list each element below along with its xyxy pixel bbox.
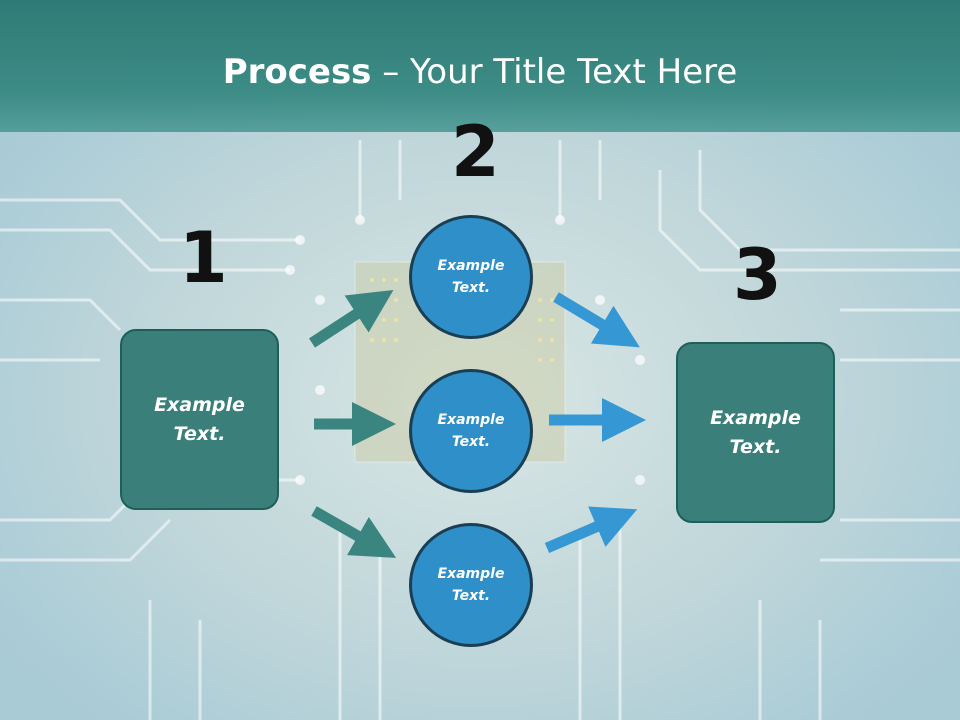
step-number-3: 3 <box>733 234 782 316</box>
arrow-box1-to-circle1 <box>308 289 394 348</box>
arrow-circle3-to-box3 <box>544 506 638 554</box>
step-3-line2: Text. <box>729 435 782 458</box>
circle-middle-line1: Example <box>437 411 505 428</box>
circle-top-line2: Text. <box>451 280 491 296</box>
title-bar <box>0 0 960 132</box>
circle-bottom-line1: Example <box>437 565 505 582</box>
circle-bottom-line2: Text. <box>451 588 491 604</box>
step-number-1: 1 <box>179 217 228 299</box>
step-2-circle-top: Example Text. <box>409 215 533 339</box>
arrow-box1-to-circle3 <box>311 506 397 558</box>
arrow-circle1-to-box3 <box>553 292 640 348</box>
slide-title: Process – Your Title Text Here <box>0 52 960 92</box>
step-3-box: Example Text. <box>676 342 835 523</box>
circle-middle-line2: Text. <box>451 434 491 450</box>
step-2-circle-bottom: Example Text. <box>409 523 533 647</box>
title-bold: Process <box>222 52 372 92</box>
circle-top-line1: Example <box>437 257 505 274</box>
step-1-line1: Example <box>154 394 245 416</box>
step-1-line2: Text. <box>173 422 226 445</box>
title-rest: – Your Title Text Here <box>371 52 738 92</box>
step-3-line1: Example <box>710 407 801 429</box>
step-2-circle-middle: Example Text. <box>409 369 533 493</box>
step-number-2: 2 <box>451 111 500 193</box>
step-1-box: Example Text. <box>120 329 279 510</box>
